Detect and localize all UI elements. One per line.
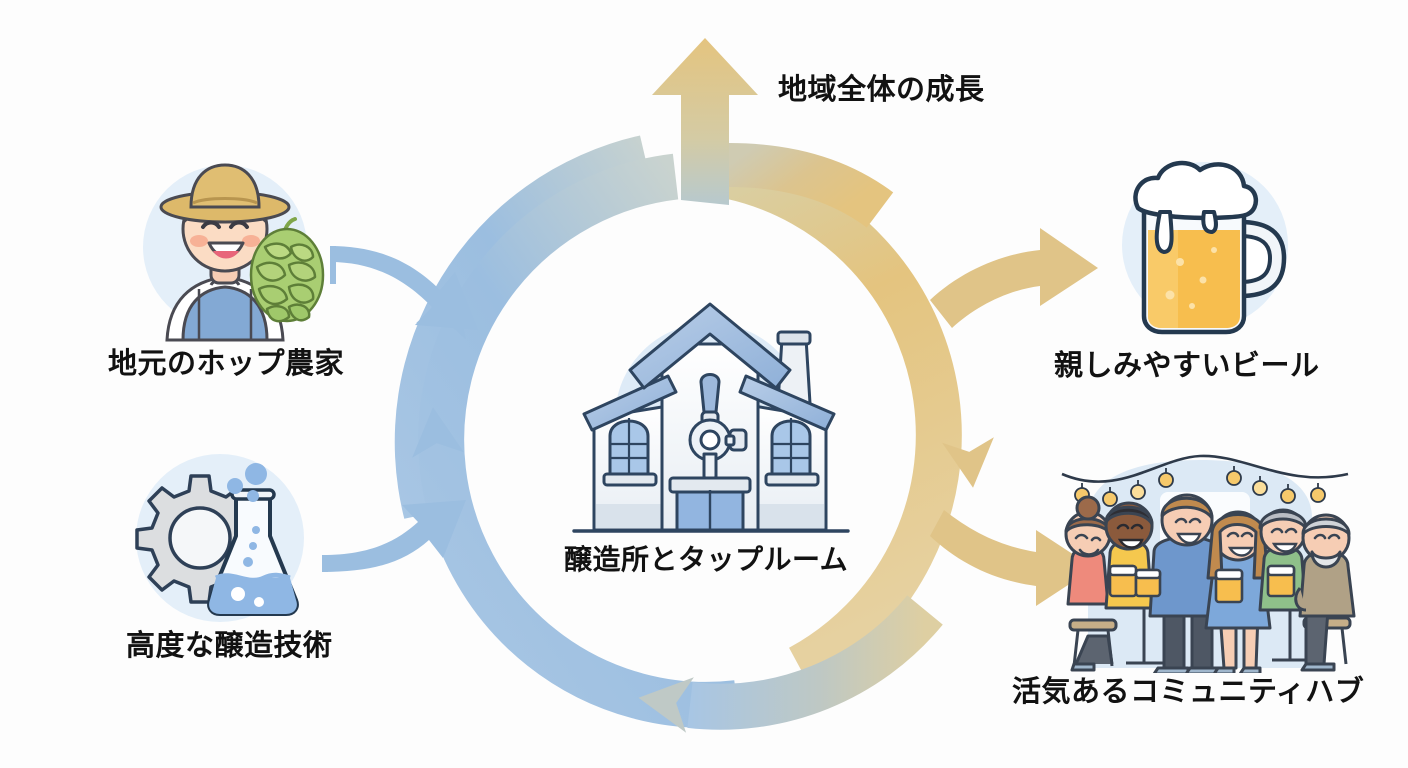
label-regional-growth: 地域全体の成長 xyxy=(778,72,985,106)
input-arrow-hops xyxy=(330,246,478,330)
label-brewery-and-taproom: 醸造所とタップルーム xyxy=(564,543,849,576)
brewery-taproom-icon xyxy=(558,288,863,543)
label-approachable-beer: 親しみやすいビール xyxy=(1054,348,1320,382)
label-advanced-brewing-technology: 高度な醸造技術 xyxy=(126,628,333,662)
growth-arrow-up xyxy=(652,38,758,205)
ring-arc-bottom xyxy=(687,595,943,730)
input-arrow-technology xyxy=(322,500,466,572)
community-people-icon xyxy=(1048,438,1363,673)
ring-arrowhead-blue-upper xyxy=(416,285,466,340)
label-vibrant-community-hub: 活気あるコミュニティハブ xyxy=(1012,674,1365,708)
beer-mug-icon xyxy=(1108,150,1303,340)
hop-farmer-icon xyxy=(125,155,335,345)
growth-branch-right xyxy=(728,143,894,228)
ring-arrowhead-bottom xyxy=(638,677,694,733)
output-arrow-beer xyxy=(930,228,1098,328)
label-local-hop-farmers: 地元のホップ農家 xyxy=(108,346,345,380)
ring-arrowhead-gold-mid xyxy=(942,437,994,488)
ring-arrowhead-blue-mid xyxy=(412,407,464,458)
gear-flask-icon xyxy=(128,450,313,625)
